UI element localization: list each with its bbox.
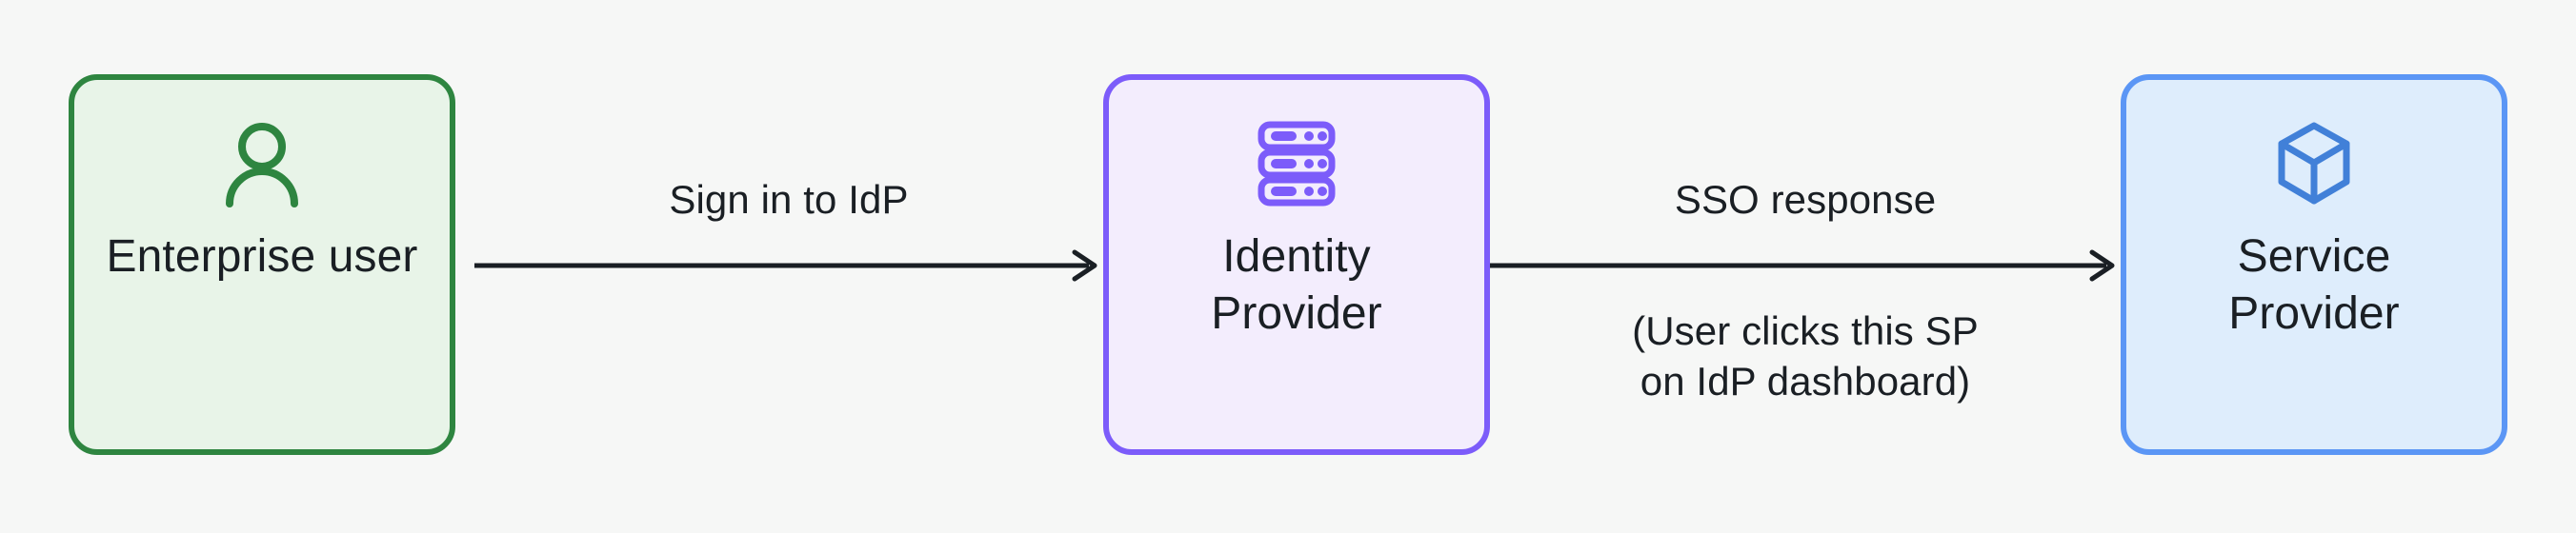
node-service-provider[interactable]: Service Provider xyxy=(2121,74,2507,455)
arrow-user-to-idp xyxy=(474,249,1097,282)
person-icon xyxy=(220,120,304,207)
node-enterprise-user-label: Enterprise user xyxy=(106,231,418,282)
node-identity-provider[interactable]: Identity Provider xyxy=(1103,74,1490,455)
server-rack-icon xyxy=(1256,120,1338,207)
edge-label-sso-response-note: (User clicks this SP on IdP dashboard) xyxy=(1632,308,1979,404)
arrow-idp-to-sp xyxy=(1490,249,2115,282)
edge-label-sso-response: SSO response xyxy=(1674,177,1937,222)
node-enterprise-user[interactable]: Enterprise user xyxy=(69,74,455,455)
node-service-provider-label: Service Provider xyxy=(2228,231,2400,340)
node-identity-provider-label: Identity Provider xyxy=(1211,231,1382,340)
edge-label-sign-in-to-idp: Sign in to IdP xyxy=(669,177,909,222)
cube-icon xyxy=(2273,120,2355,207)
